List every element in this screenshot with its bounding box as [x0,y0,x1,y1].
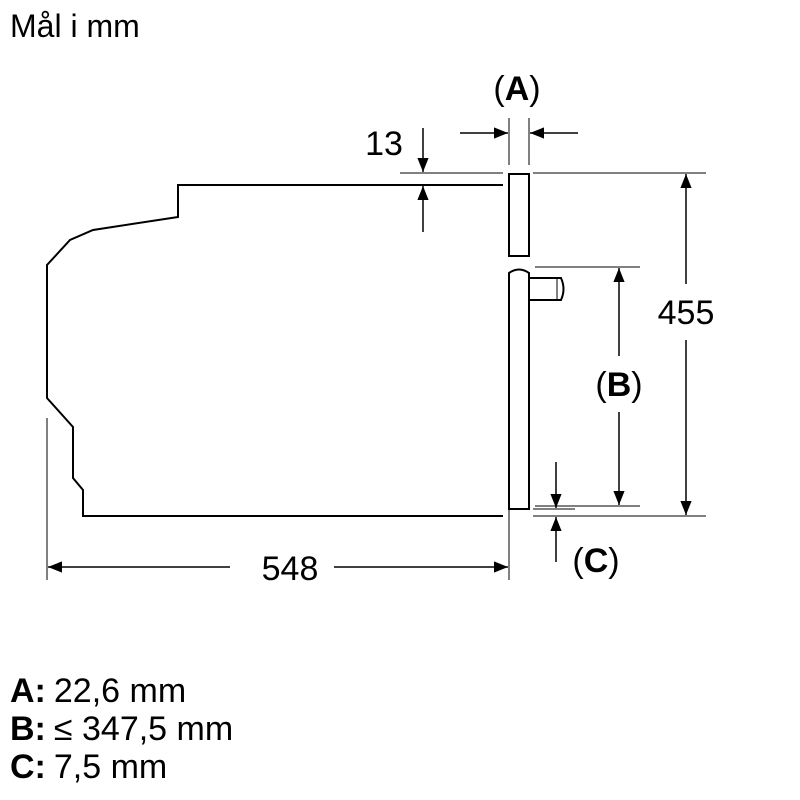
diagram-title: Mål i mm [10,8,140,44]
control-knob [530,277,565,301]
callout-b: (B) [595,366,642,404]
height-dimension-label: 455 [658,294,715,332]
depth-dimension-label: 548 [262,550,319,588]
legend-key: A: [10,672,46,710]
legend-value: 7,5 mm [53,748,168,786]
legend-value: 22,6 mm [53,672,187,710]
dimension-legend: A:22,6 mm B:≤ 347,5 mm C:7,5 mm [10,672,233,786]
oven-door [508,268,530,510]
callout-c: (C) [572,542,619,580]
legend-item-a: A:22,6 mm [10,672,233,710]
oven-body-outline [46,184,503,517]
legend-item-c: C:7,5 mm [10,748,233,786]
legend-key: B: [10,710,46,748]
legend-item-b: B:≤ 347,5 mm [10,710,233,748]
legend-key: C: [10,748,46,786]
legend-value: ≤ 347,5 mm [53,710,234,748]
front-panel-upper [508,173,530,257]
top-offset-label: 13 [365,125,403,163]
callout-a: (A) [493,70,540,108]
